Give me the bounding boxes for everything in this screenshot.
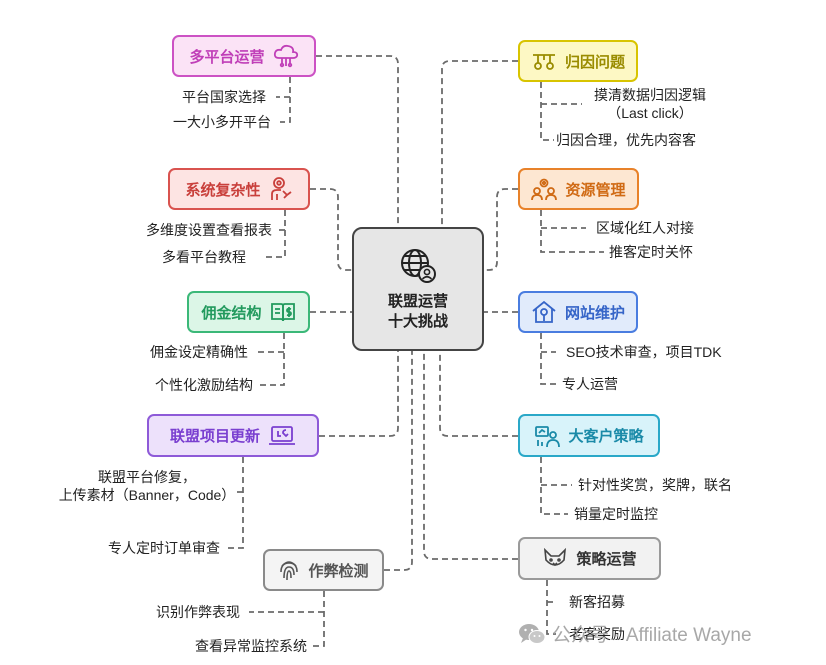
leaf-line: 摸清数据归因逻辑 （Last click） <box>594 87 706 121</box>
leaf-link-b4 <box>225 457 244 549</box>
branch-commission-structure[interactable]: 佣金结构 <box>187 291 310 333</box>
branch-title: 大客户策略 <box>568 428 644 445</box>
branch-program-update[interactable]: 联盟项目更新 <box>147 414 319 457</box>
leaf-link-b2 <box>262 210 286 258</box>
branch-title: 作弊检测 <box>308 562 369 580</box>
cloud-network-icon <box>273 44 298 68</box>
leaf-attribution-logic: 摸清数据归因逻辑 （Last click） <box>580 86 720 122</box>
wechat-icon <box>519 623 546 644</box>
leaf-platform-tutorials: 多看平台教程 <box>162 249 246 265</box>
center-title-line1: 联盟运营 <box>387 293 448 310</box>
leaf-dedicated-operator: 专人运营 <box>562 376 618 392</box>
leaf-sales-monitoring: 销量定时监控 <box>574 506 658 522</box>
leaf-link-b9 <box>540 457 572 515</box>
branch-strategy-operations[interactable]: 策略运营 <box>518 537 661 580</box>
watermark-text: 公众号 · Affiliate Wayne <box>552 625 752 646</box>
house-wrench-icon <box>532 300 556 323</box>
leaf-multi-dimension-reports: 多维度设置查看报表 <box>146 222 272 238</box>
leaf-open-platforms: 一大小多开平台 <box>173 114 271 130</box>
branch-key-account[interactable]: 大客户策略 <box>518 414 660 457</box>
branch-title: 资源管理 <box>565 181 626 199</box>
fox-icon <box>544 547 567 566</box>
link-b10 <box>423 351 518 560</box>
branch-title: 网站维护 <box>564 304 625 322</box>
leaf-link-b10 <box>546 580 556 635</box>
leaf-platform-fix-upload: 联盟平台修复， 上传素材（Banner，Code） <box>46 468 248 504</box>
leaf-promoter-care: 推客定时关怀 <box>609 244 693 260</box>
watermark: 公众号 · Affiliate Wayne <box>518 620 752 647</box>
branch-resource-management[interactable]: 资源管理 <box>518 168 639 210</box>
branch-fraud-detection[interactable]: 作弊检测 <box>263 549 384 591</box>
leaf-line: 联盟平台修复， 上传素材（Banner，Code） <box>58 469 236 503</box>
link-b1 <box>316 55 399 227</box>
person-chart-icon <box>535 425 561 447</box>
branch-title: 策略运营 <box>576 551 637 568</box>
link-b6 <box>441 60 518 227</box>
leaf-identify-fraud: 识别作弊表现 <box>156 604 240 620</box>
leaf-regional-influencer: 区域化红人对接 <box>596 220 694 236</box>
leaf-seo-audit: SEO技术审查，项目TDK <box>566 344 722 360</box>
person-gear-icon <box>270 177 292 200</box>
branch-title: 系统复杂性 <box>185 181 261 199</box>
center-title-line2: 十大挑战 <box>387 313 448 330</box>
leaf-link-b7 <box>540 210 604 253</box>
branch-website-maintenance[interactable]: 网站维护 <box>518 291 638 333</box>
branch-attribution[interactable]: 归因问题 <box>518 40 638 82</box>
branch-title: 归因问题 <box>564 53 625 71</box>
leaf-new-customer: 新客招募 <box>569 594 625 610</box>
team-gear-icon <box>531 178 558 201</box>
laptop-tools-icon <box>269 425 295 445</box>
link-b2 <box>310 188 352 271</box>
leaf-anomaly-monitor: 查看异常监控系统 <box>195 638 307 654</box>
leaf-link-b6 <box>540 82 582 141</box>
branch-title: 联盟项目更新 <box>169 428 260 445</box>
branch-multi-platform[interactable]: 多平台运营 <box>172 35 316 77</box>
leaf-link-b8 <box>540 333 556 385</box>
leaf-link-b3 <box>256 333 285 386</box>
globe-user-icon <box>401 249 436 283</box>
leaf-commission-accuracy: 佣金设定精确性 <box>150 344 248 360</box>
flow-chart-icon <box>532 54 555 70</box>
branch-title: 佣金结构 <box>201 304 262 322</box>
branch-title: 多平台运营 <box>189 48 265 66</box>
leaf-link-b1 <box>276 77 291 123</box>
leaf-returning-reward: 老客奖励 <box>569 626 625 642</box>
leaf-order-review: 专人定时订单审查 <box>108 540 220 556</box>
link-b5 <box>384 351 413 571</box>
link-b7 <box>484 188 518 271</box>
leaf-attribution-priority: 归因合理，优先内容客 <box>556 132 696 148</box>
fingerprint-icon <box>280 561 299 581</box>
branch-system-complexity[interactable]: 系统复杂性 <box>168 168 310 210</box>
leaf-platform-country: 平台国家选择 <box>182 89 266 105</box>
center-node: 联盟运营 十大挑战 <box>352 227 484 351</box>
leaf-targeted-rewards: 针对性奖赏，奖牌，联名 <box>578 477 732 493</box>
leaf-link-b5 <box>249 591 325 647</box>
leaf-personalized-incentive: 个性化激励结构 <box>155 377 253 393</box>
dollar-book-icon <box>270 303 295 322</box>
link-b9 <box>439 351 518 437</box>
link-b4 <box>319 351 399 437</box>
